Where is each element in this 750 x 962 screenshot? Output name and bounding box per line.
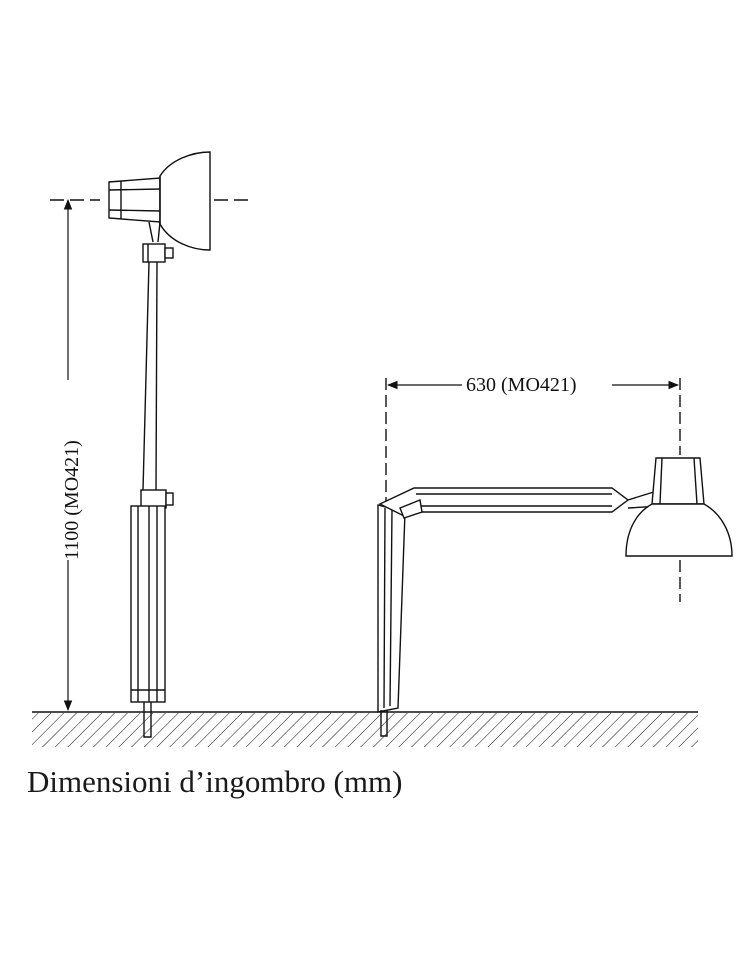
ground — [32, 711, 698, 747]
reach-dimension-label: 630 (MO421) — [466, 374, 577, 396]
horizontal-lamp — [377, 378, 733, 737]
lamp-cap — [108, 177, 161, 223]
upright-lamp — [50, 151, 252, 738]
height-dimension-label: 1100 (MO421) — [61, 440, 83, 560]
lamp-shade — [159, 151, 211, 251]
lamp-shade — [625, 503, 733, 557]
caption: Dimensioni d’ingombro (mm) — [27, 764, 403, 799]
